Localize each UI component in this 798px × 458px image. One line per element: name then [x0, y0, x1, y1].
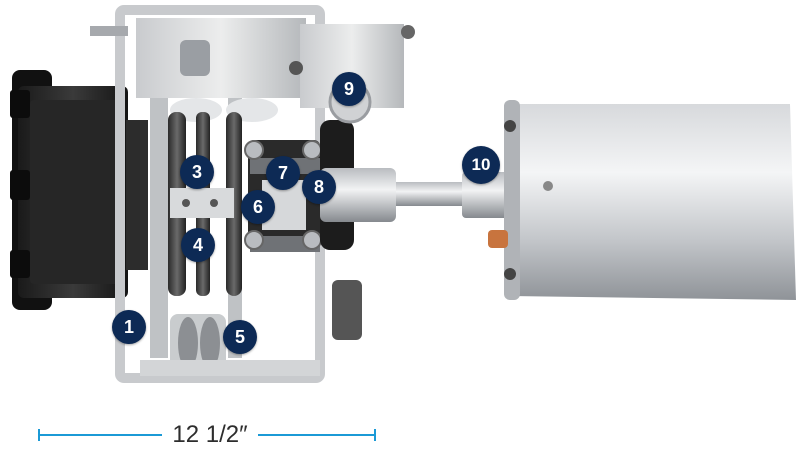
callout-1: 1 — [112, 310, 146, 344]
cylinder-housing — [488, 100, 796, 300]
callout-6: 6 — [241, 190, 275, 224]
dimension-scale: 12 1/2″ — [38, 420, 376, 450]
callout-7: 7 — [266, 156, 300, 190]
callout-4: 4 — [181, 228, 215, 262]
callout-3: 3 — [180, 155, 214, 189]
dimension-label: 12 1/2″ — [162, 420, 258, 450]
scale-line-right — [258, 434, 376, 436]
pulley-assembly — [168, 98, 278, 296]
callout-8: 8 — [302, 170, 336, 204]
scale-line-left — [38, 434, 162, 436]
callout-10: 10 — [462, 146, 500, 184]
motor-housing — [10, 70, 148, 310]
scale-right-tick — [374, 429, 376, 441]
callout-5: 5 — [223, 320, 257, 354]
bottom-roller — [140, 314, 320, 376]
callout-9: 9 — [332, 72, 366, 106]
